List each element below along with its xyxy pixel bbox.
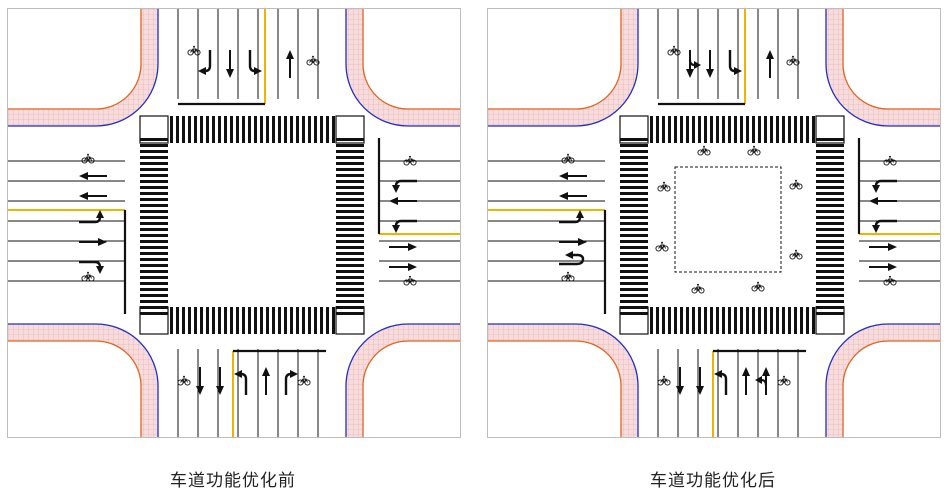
bicycle-icon bbox=[697, 145, 711, 156]
arrow-straight-icon bbox=[766, 50, 774, 78]
arrow-right-icon bbox=[284, 370, 298, 395]
sidewalk-bottom-right-curb bbox=[345, 323, 460, 437]
sidewalk-top-right bbox=[826, 9, 940, 126]
sidewalk-bottom-right-curb bbox=[825, 323, 940, 437]
caption-after: 车道功能优化后 bbox=[650, 471, 776, 491]
arrow-straight-icon bbox=[559, 238, 587, 246]
arrow-straight-icon bbox=[389, 263, 417, 271]
arrow-left-straight-icon bbox=[755, 367, 770, 395]
arrow-straight-icon bbox=[559, 192, 587, 200]
intersection-before-svg bbox=[8, 9, 460, 437]
bicycle-icon bbox=[306, 55, 320, 66]
bicycle-icon bbox=[187, 45, 201, 56]
bicycle-icon bbox=[789, 249, 803, 260]
sidewalk-bottom-right-outer-edge bbox=[362, 340, 460, 437]
arrow-straight-icon bbox=[869, 197, 897, 205]
bicycle-icon bbox=[81, 153, 95, 164]
arrow-straight-icon bbox=[226, 50, 234, 78]
arrow-left-icon bbox=[728, 50, 742, 75]
arrow-straight-icon bbox=[389, 197, 417, 205]
sidewalk-top-right-curb bbox=[825, 9, 940, 127]
sidewalk-bottom-right-outer-edge bbox=[842, 340, 940, 437]
bicycle-icon bbox=[747, 145, 761, 156]
sidewalk-top-left-curb bbox=[488, 9, 639, 127]
bicycle-icon bbox=[777, 375, 791, 386]
arrow-right-icon bbox=[79, 260, 104, 274]
bicycle-icon bbox=[403, 275, 417, 286]
arrow-left-icon bbox=[392, 179, 417, 193]
arrow-left-icon bbox=[79, 210, 104, 224]
arrow-straight-icon bbox=[869, 243, 897, 251]
bicycle-icon bbox=[883, 275, 897, 286]
arrow-straight-icon bbox=[742, 367, 750, 395]
intersection-before-diagram bbox=[7, 8, 461, 438]
bicycle-icon bbox=[177, 375, 191, 386]
arrow-straight-icon bbox=[389, 243, 417, 251]
waiting-zone-box bbox=[674, 166, 782, 273]
sidewalk-top-right-outer-edge bbox=[842, 9, 940, 110]
bicycle-icon bbox=[786, 55, 800, 66]
sidewalk-bottom-left-curb bbox=[488, 323, 639, 437]
arrow-straight-icon bbox=[286, 50, 294, 78]
sidewalk-bottom-left bbox=[8, 324, 158, 437]
sidewalk-top-right-curb bbox=[345, 9, 460, 127]
sidewalk-top-left bbox=[8, 9, 158, 126]
arrow-left-straight-icon bbox=[686, 50, 701, 78]
arrow-right-icon bbox=[198, 50, 212, 75]
sidewalk-top-right-outer-edge bbox=[362, 9, 460, 110]
sidewalk-top-left-curb bbox=[8, 9, 159, 127]
arrow-uturn-icon bbox=[559, 251, 585, 266]
bicycle-icon bbox=[81, 271, 95, 282]
bicycle-icon bbox=[691, 283, 705, 294]
sidewalk-bottom-left-outer-edge bbox=[8, 340, 142, 437]
arrow-straight-icon bbox=[676, 367, 684, 395]
arrow-left-icon bbox=[714, 370, 728, 395]
arrow-straight-icon bbox=[216, 367, 224, 395]
bicycle-icon bbox=[657, 375, 671, 386]
sidewalk-bottom-right bbox=[826, 324, 940, 437]
intersection-after-diagram bbox=[487, 8, 941, 438]
arrow-left-icon bbox=[872, 179, 897, 193]
arrow-left-icon bbox=[559, 210, 584, 224]
bicycle-icon bbox=[667, 45, 681, 56]
arrow-left-icon bbox=[248, 50, 262, 75]
arrow-straight-icon bbox=[79, 172, 107, 180]
arrow-left-icon bbox=[872, 219, 897, 233]
crosswalks bbox=[139, 115, 365, 335]
caption-before: 车道功能优化前 bbox=[170, 471, 296, 491]
arrow-straight-icon bbox=[559, 172, 587, 180]
arrow-straight-icon bbox=[79, 238, 107, 246]
arrow-straight-icon bbox=[706, 50, 714, 78]
bicycle-icon bbox=[297, 375, 311, 386]
arrow-left-icon bbox=[392, 219, 417, 233]
bicycle-icon bbox=[751, 281, 765, 292]
sidewalk-bottom-right bbox=[346, 324, 460, 437]
sidewalk-bottom-left-outer-edge bbox=[488, 340, 622, 437]
bicycle-icon bbox=[403, 155, 417, 166]
bicycle-icon bbox=[561, 271, 575, 282]
sidewalk-bottom-left-curb bbox=[8, 323, 159, 437]
bicycle-icon bbox=[561, 153, 575, 164]
bicycle-icon bbox=[655, 241, 669, 252]
crosswalks bbox=[619, 115, 845, 335]
sidewalk-top-left bbox=[488, 9, 638, 126]
sidewalk-top-left-outer-edge bbox=[8, 9, 142, 110]
sidewalk-bottom-left bbox=[488, 324, 638, 437]
arrow-straight-icon bbox=[262, 367, 270, 395]
sidewalk-top-left-outer-edge bbox=[488, 9, 622, 110]
arrow-straight-icon bbox=[196, 367, 204, 395]
bicycle-icon bbox=[789, 179, 803, 190]
bicycle-icon bbox=[883, 155, 897, 166]
arrow-straight-icon bbox=[696, 367, 704, 395]
sidewalk-top-right bbox=[346, 9, 460, 126]
arrow-straight-icon bbox=[869, 263, 897, 271]
intersection-after-svg bbox=[488, 9, 940, 437]
bicycle-icon bbox=[657, 181, 671, 192]
arrow-left-icon bbox=[234, 370, 248, 395]
arrow-straight-icon bbox=[79, 192, 107, 200]
